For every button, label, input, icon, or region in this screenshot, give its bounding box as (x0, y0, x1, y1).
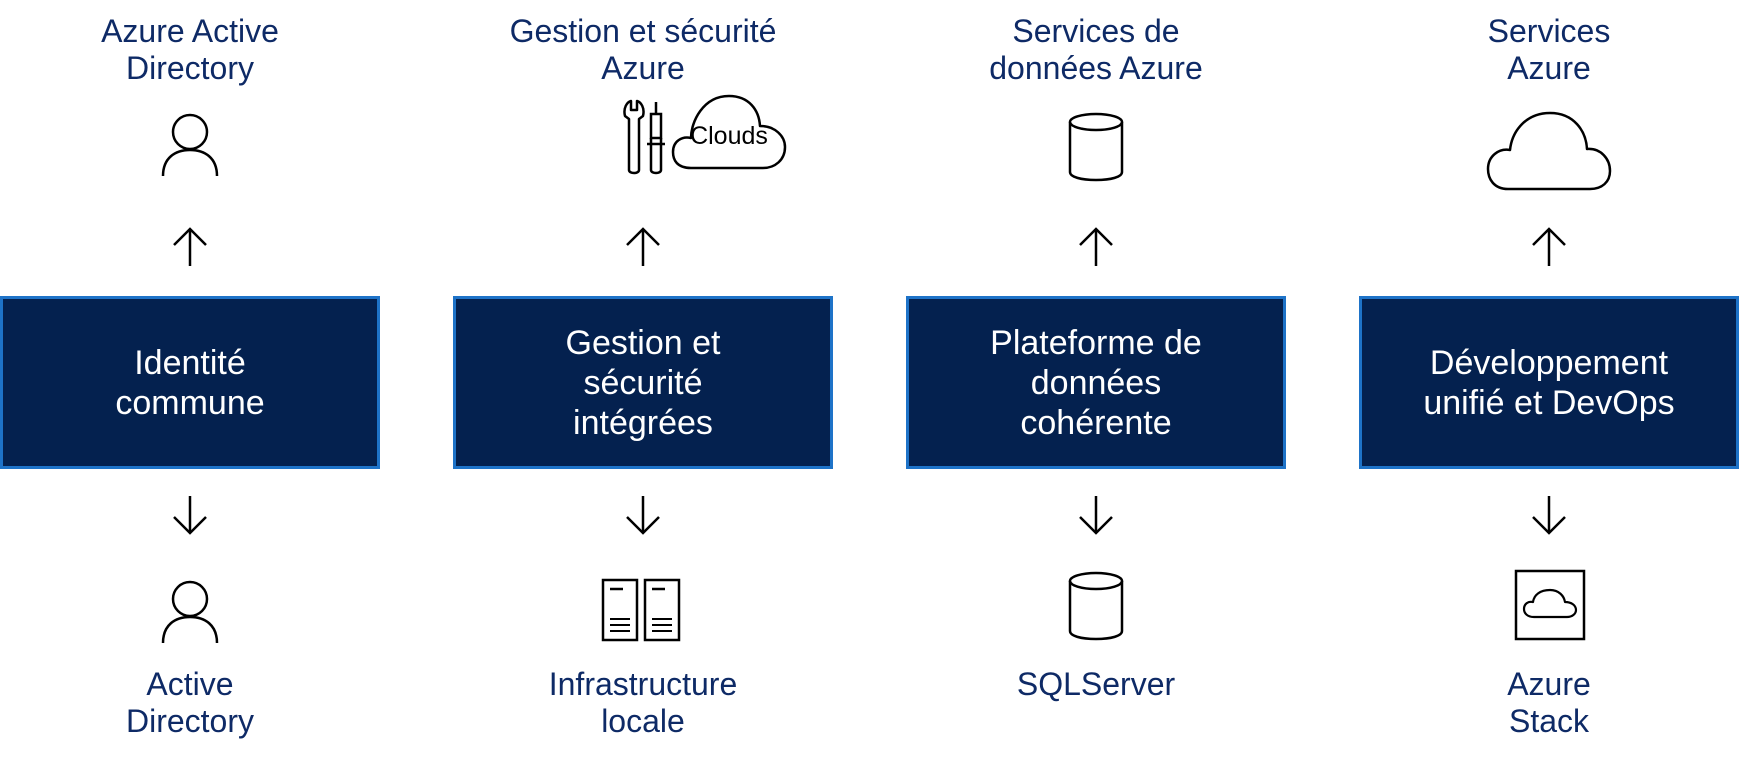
top-label: Services de données Azure (989, 13, 1203, 86)
bottom-label: Azure Stack (1507, 666, 1591, 739)
cloud-box-icon (1514, 569, 1586, 641)
box-developpement-devops: Développement unifié et DevOps (1359, 296, 1739, 469)
arrow-down-icon (1530, 494, 1568, 536)
top-label: Azure Active Directory (101, 13, 279, 86)
box-plateforme-donnees: Plateforme de données cohérente (906, 296, 1286, 469)
column-management-security: Gestion et sécurité Azure Clouds Gestion… (453, 0, 833, 764)
box-label: Développement unifié et DevOps (1423, 343, 1675, 422)
arrow-up-icon (1077, 226, 1115, 268)
bottom-label: Infrastructure locale (548, 666, 738, 739)
bottom-label: SQLServer (1016, 666, 1176, 702)
box-label: Identité commune (115, 343, 265, 422)
bottom-label: Active Directory (125, 666, 254, 739)
box-identite-commune: Identité commune (0, 296, 380, 469)
tools-cloud-icon: Clouds (619, 94, 789, 176)
box-gestion-securite: Gestion et sécurité intégrées (453, 296, 833, 469)
server-rack-icon (601, 578, 681, 642)
clouds-text: Clouds (690, 122, 768, 150)
column-identity: Azure Active Directory Identité commune … (0, 0, 380, 764)
arrow-up-icon (1530, 226, 1568, 268)
arrow-down-icon (624, 494, 662, 536)
arrow-up-icon (171, 226, 209, 268)
arrow-up-icon (624, 226, 662, 268)
database-icon (1067, 571, 1125, 641)
column-data-platform: Services de données Azure Plateforme de … (906, 0, 1286, 764)
box-label: Gestion et sécurité intégrées (565, 323, 721, 442)
box-label: Plateforme de données cohérente (990, 323, 1202, 442)
arrow-down-icon (171, 494, 209, 536)
column-devops: Services Azure Développement unifié et D… (1359, 0, 1739, 764)
top-label: Services Azure (1487, 13, 1611, 86)
user-icon (158, 579, 222, 645)
arrow-down-icon (1077, 494, 1115, 536)
database-icon (1067, 112, 1125, 182)
cloud-icon (1486, 111, 1612, 191)
user-icon (158, 112, 222, 178)
top-label: Gestion et sécurité Azure (509, 13, 777, 86)
